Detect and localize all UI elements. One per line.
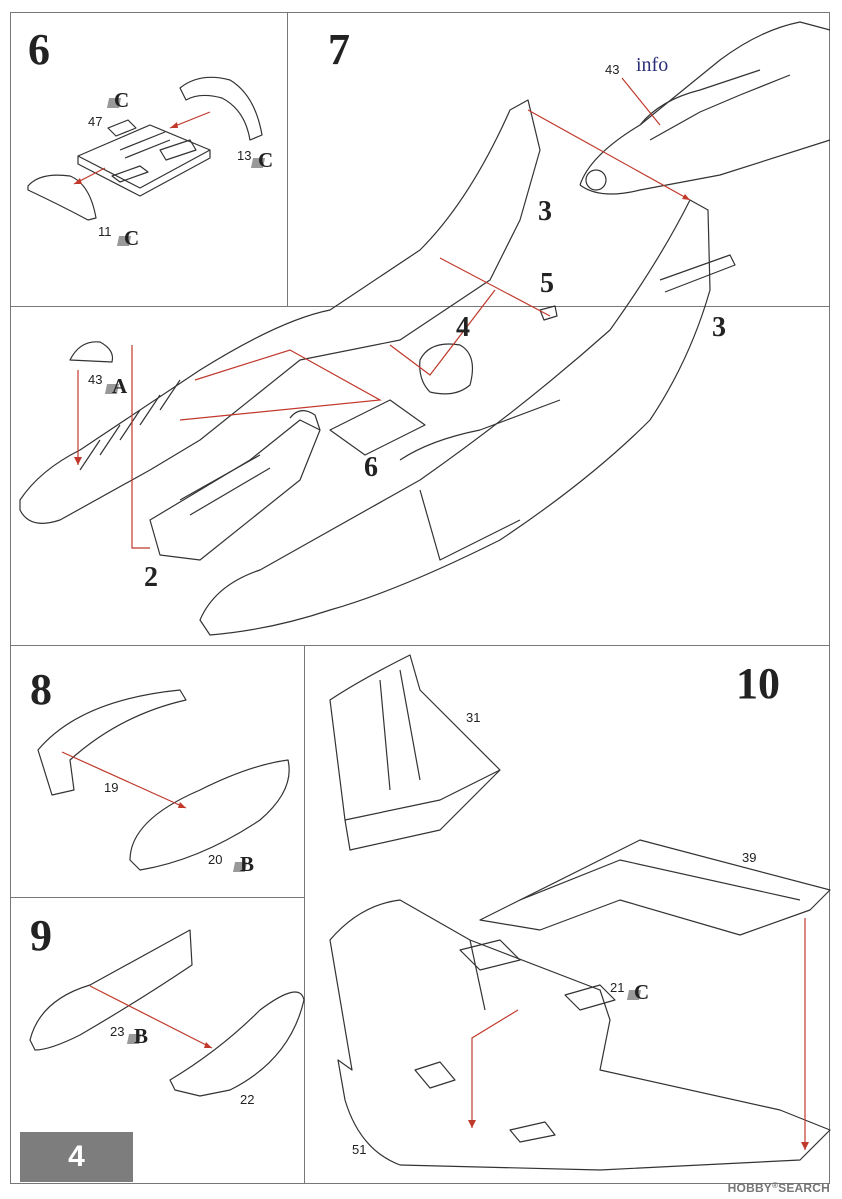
step-8-number: 8 xyxy=(30,665,52,714)
part-number-51: 51 xyxy=(352,1142,367,1157)
arrow-7-info xyxy=(621,77,661,126)
step-7-fuselage xyxy=(199,199,736,636)
step-9-part-22 xyxy=(169,991,305,1097)
step-7-number: 7 xyxy=(328,25,350,74)
part-number-11: 11 xyxy=(98,224,112,239)
watermark: HOBBY®SEARCH xyxy=(727,1181,830,1195)
part-number-43-info: 43 xyxy=(605,62,620,77)
step-6-front-bulkhead xyxy=(27,174,97,221)
step-7-part-5 xyxy=(539,305,558,321)
step-10-number: 10 xyxy=(736,659,780,708)
step-10-part-39 xyxy=(479,839,831,936)
callout-3-fin: 3 xyxy=(538,196,552,227)
callout-5: 5 xyxy=(540,268,554,299)
callout-4: 4 xyxy=(456,312,470,343)
step-7-nose-upper xyxy=(579,21,831,195)
step-7-fuselage-left-half xyxy=(19,99,541,524)
part-number-23: 23 xyxy=(110,1024,125,1039)
step-8-part-19 xyxy=(37,689,187,796)
step-6-cockpit-tub xyxy=(77,119,211,197)
step-7-part-4 xyxy=(419,343,473,395)
step-6-number: 6 xyxy=(28,25,50,74)
step-7-panel xyxy=(288,12,830,307)
page-number: 4 xyxy=(68,1140,85,1173)
arrow-9 xyxy=(89,985,213,1049)
part-number-31: 31 xyxy=(466,710,481,725)
part-number-39: 39 xyxy=(742,850,757,865)
step-10-panel xyxy=(304,645,830,1184)
step-8-part-20 xyxy=(129,759,290,871)
step-7-canopy-43 xyxy=(69,341,114,363)
callout-3-side: 3 xyxy=(712,312,726,343)
arrow-10-left xyxy=(471,1009,519,1128)
part-number-47: 47 xyxy=(88,114,103,129)
arrow-7-fin xyxy=(527,109,691,201)
arrow-7-tub xyxy=(131,345,150,549)
part-number-19: 19 xyxy=(104,780,119,795)
step-6-panel xyxy=(10,12,288,307)
part-number-21: 21 xyxy=(610,980,625,995)
arrow-8 xyxy=(61,751,187,809)
callout-6: 6 xyxy=(364,452,378,483)
step-9-part-23 xyxy=(29,929,193,1051)
step-7-part-6 xyxy=(329,399,426,456)
part-number-43: 43 xyxy=(88,372,103,387)
arrow-7-part6 xyxy=(179,349,382,421)
step-10-part-31 xyxy=(329,654,501,851)
step-9-number: 9 xyxy=(30,911,52,960)
info-label: info xyxy=(636,54,669,76)
step-10-part-51 xyxy=(329,899,831,1171)
arrow-7-part5 xyxy=(439,257,551,317)
part-number-22: 22 xyxy=(240,1092,255,1107)
step-7-cockpit-assembly xyxy=(149,410,321,561)
part-number-20: 20 xyxy=(208,852,223,867)
part-number-13: 13 xyxy=(237,148,252,163)
arrow-7-part4 xyxy=(389,289,496,376)
callout-2: 2 xyxy=(144,562,158,593)
step-6-rear-bulkhead xyxy=(179,76,263,141)
page-number-box: 4 xyxy=(20,1132,133,1182)
